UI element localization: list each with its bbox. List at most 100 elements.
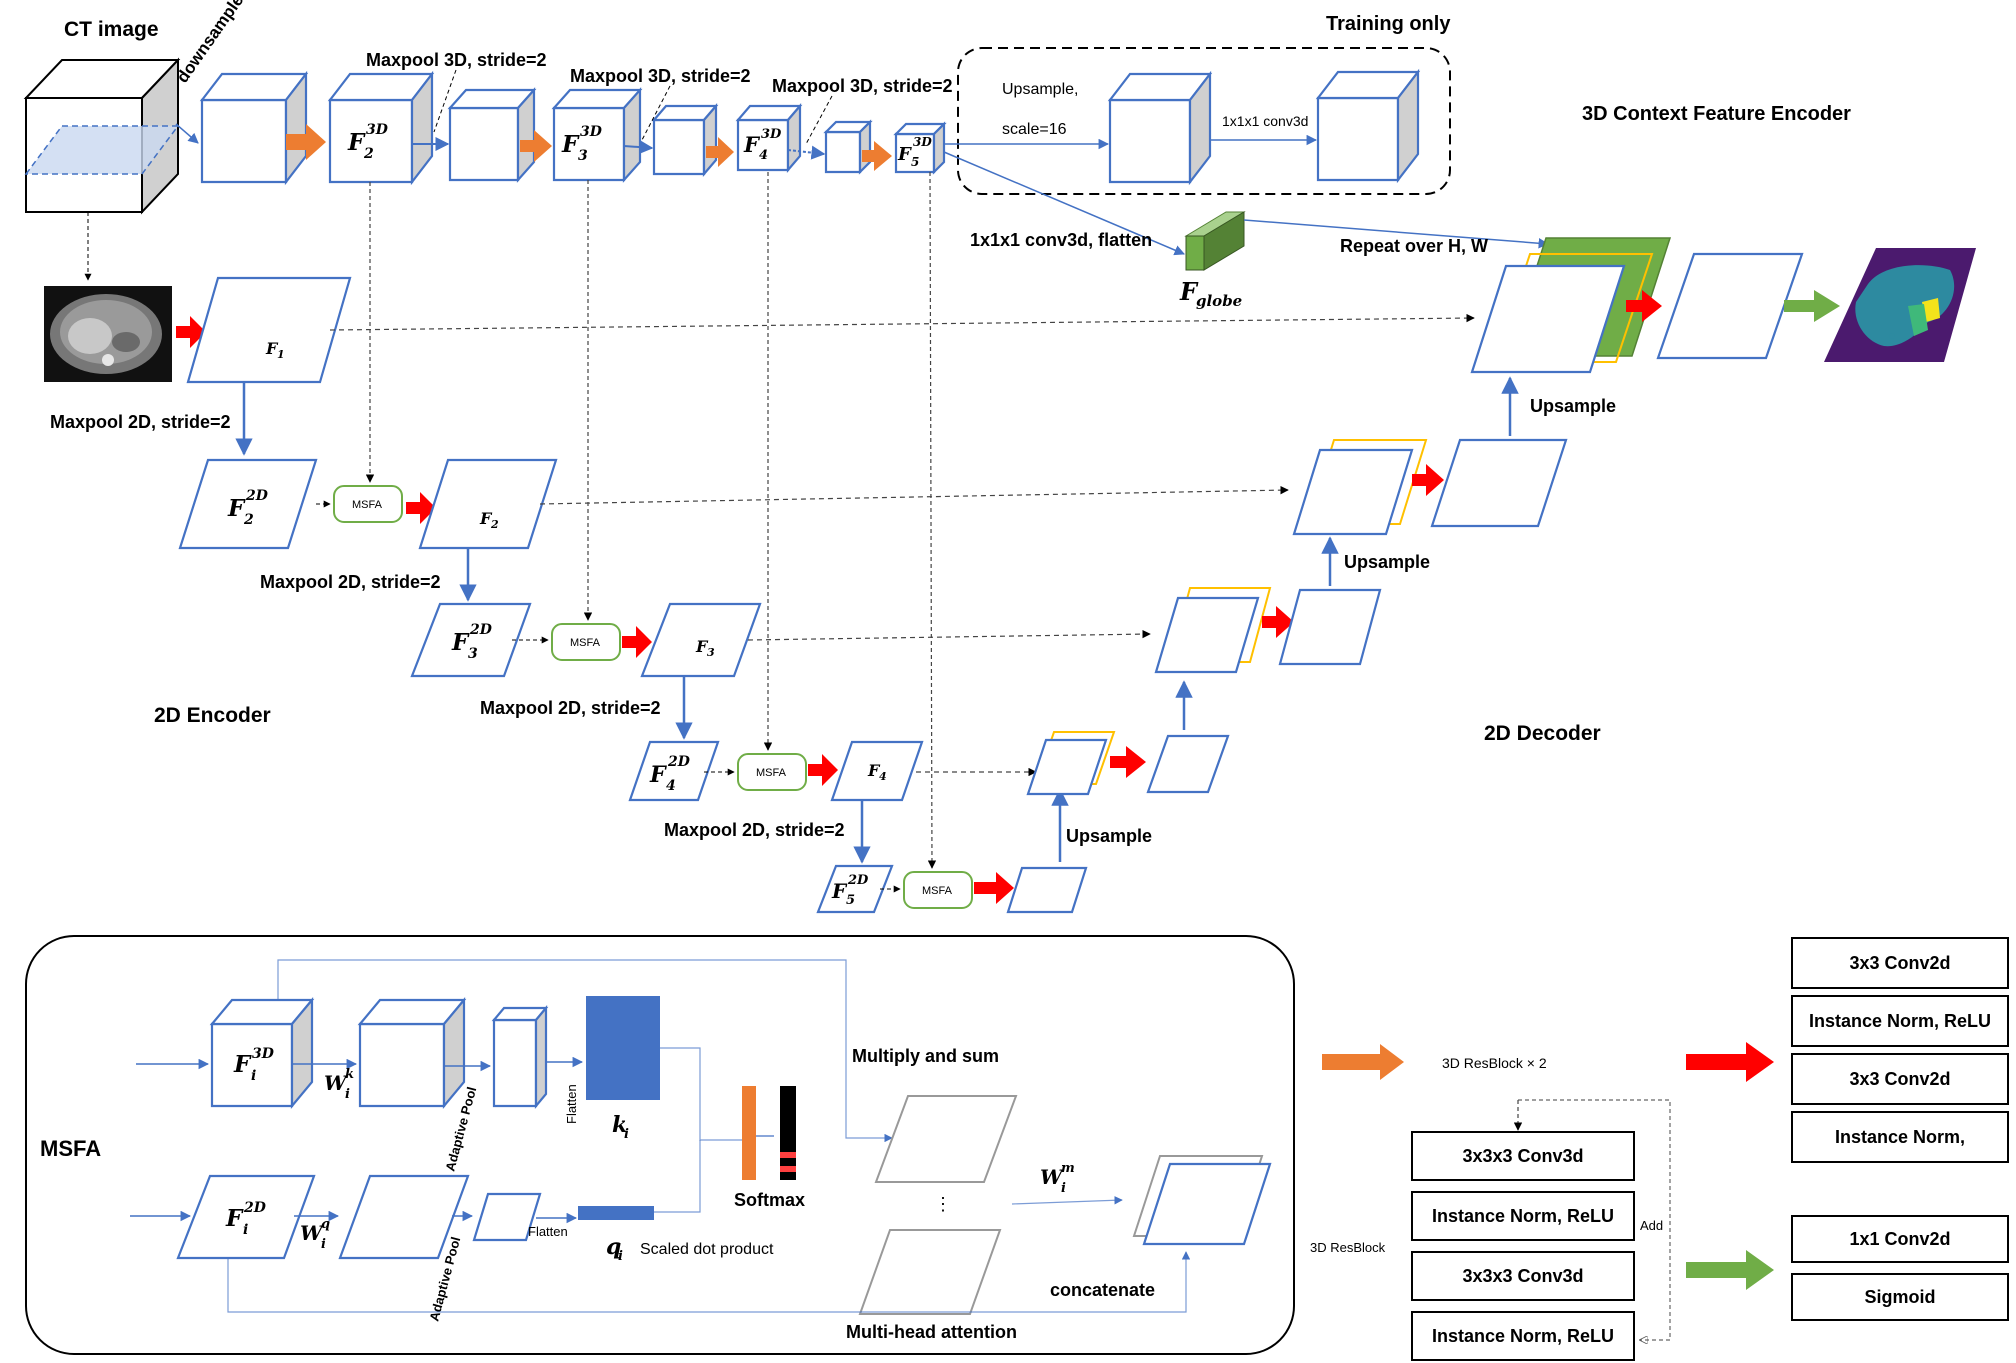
- wm-label: W m i: [1040, 1161, 1075, 1196]
- add-label: Add: [1640, 1218, 1663, 1233]
- svg-text:i: i: [624, 1127, 629, 1142]
- context-encoder-label: 3D Context Feature Encoder: [1582, 103, 1851, 125]
- svg-text:F: F: [897, 144, 912, 165]
- svg-text:3D: 3D: [366, 122, 389, 138]
- msfa-block-4: [737, 753, 807, 791]
- decoder-level3: [1154, 596, 1260, 674]
- svg-text:3D: 3D: [913, 135, 932, 149]
- upsample-label-1: Upsample: [1066, 826, 1152, 846]
- decoder-2d-label: 2D Decoder: [1484, 722, 1601, 745]
- green-table-row: [1791, 1273, 2009, 1321]
- decoder-level4-out: [1146, 734, 1230, 794]
- svg-text:3: 3: [468, 646, 478, 662]
- fi-2d-label: F 2D i: [225, 1200, 267, 1238]
- svg-text:3: 3: [707, 646, 715, 659]
- svg-text:F: F: [225, 1205, 244, 1232]
- concat-output: [1142, 1162, 1272, 1246]
- resblock-table-row-label: 3x3x3 Conv3d: [1462, 1146, 1583, 1166]
- msfa-label-5: MSFA: [922, 885, 953, 897]
- red-table-row: [1791, 1111, 2009, 1163]
- resblock-table-row: [1411, 1191, 1635, 1241]
- f4-2d-label: F 2D 4: [649, 754, 691, 794]
- svg-text:F: F: [479, 509, 493, 528]
- red-table-row: [1791, 1053, 2009, 1105]
- cube-f4-3d: [735, 103, 803, 173]
- svg-text:i: i: [618, 1249, 623, 1264]
- pooled-key-cube: [491, 1004, 549, 1110]
- msfa-label-2: MSFA: [352, 499, 383, 511]
- maxpool2d-label-1: Maxpool 2D, stride=2: [50, 412, 231, 432]
- training-only-label: Training only: [1326, 13, 1451, 35]
- resblock-table-row: [1411, 1311, 1635, 1361]
- f2-3d-label: F 3D 2: [347, 122, 389, 162]
- red-arrow-dec-1: [1626, 290, 1662, 322]
- svg-text:W: W: [300, 1221, 325, 1245]
- svg-text:2D: 2D: [847, 873, 869, 888]
- f4-2d-feature: [628, 740, 720, 802]
- f4-label: F 4: [867, 761, 887, 783]
- cube-3d-3: [651, 103, 719, 177]
- maxpool3d-label-1: Maxpool 3D, stride=2: [366, 50, 547, 70]
- flatten-label-2: Flatten: [528, 1224, 568, 1239]
- upsample-scale-label-2: scale=16: [1002, 121, 1067, 138]
- repeat-hw-label: Repeat over H, W: [1340, 236, 1488, 256]
- msfa-detail-panel: [25, 935, 1295, 1355]
- cube-3d-2: [447, 87, 537, 183]
- f5-2d-label: F 2D 5: [831, 873, 869, 908]
- qi-label: q i: [606, 1234, 623, 1264]
- svg-text:F: F: [1179, 277, 1199, 306]
- f3-label: F 3: [695, 637, 715, 659]
- f2-2d-feature: [178, 458, 318, 550]
- resblock-table-row: [1411, 1251, 1635, 1301]
- svg-text:2: 2: [243, 512, 254, 528]
- resblock-table-row-label: Instance Norm, ReLU: [1432, 1326, 1614, 1346]
- svg-text:i: i: [345, 1087, 350, 1102]
- svg-text:3D: 3D: [252, 1046, 275, 1062]
- softmax-label: Softmax: [734, 1190, 805, 1210]
- svg-text:F: F: [233, 1051, 252, 1078]
- svg-text:W: W: [1040, 1165, 1065, 1189]
- maxpool2d-label-4: Maxpool 2D, stride=2: [664, 820, 845, 840]
- msfa-block-2: [333, 485, 403, 523]
- svg-text:q: q: [606, 1234, 621, 1260]
- fi-2d-feature: [176, 1174, 316, 1260]
- svg-text:F: F: [649, 762, 667, 788]
- orange-arrows-3d: [286, 124, 892, 171]
- resblock-legend-label: 3D ResBlock × 2: [1442, 1055, 1547, 1071]
- cube-3d-1: [199, 70, 309, 186]
- green-table-row-label: Sigmoid: [1865, 1287, 1936, 1307]
- msfa-block-5: [903, 871, 973, 909]
- svg-text:4: 4: [666, 778, 676, 794]
- cube-upsampled: [1107, 70, 1213, 186]
- svg-text:i: i: [243, 1222, 248, 1238]
- legend-green-arrow: [1686, 1250, 1774, 1290]
- upsample-label-3: Upsample: [1530, 396, 1616, 416]
- resblock-table-row-label: 3x3x3 Conv3d: [1462, 1266, 1583, 1286]
- conv-flatten-label: 1x1x1 conv3d, flatten: [970, 230, 1152, 250]
- decoder-level4: [1026, 738, 1108, 796]
- maxpool3d-label-3: Maxpool 3D, stride=2: [772, 76, 953, 96]
- svg-text:3D: 3D: [761, 127, 782, 142]
- cube-f2-3d: [327, 70, 435, 186]
- green-table-row: [1791, 1215, 2009, 1263]
- red-arrow-dec-3: [1262, 606, 1294, 638]
- key-matrix: [586, 996, 660, 1100]
- red-arrows-encoder: [176, 316, 1014, 904]
- decoder-level3-out: [1278, 588, 1382, 666]
- svg-text:2D: 2D: [245, 488, 269, 504]
- segmentation-output-image: [1824, 248, 1976, 362]
- resblock-label: 3D ResBlock: [1310, 1240, 1386, 1255]
- svg-text:k: k: [612, 1112, 627, 1138]
- f3-feature: [640, 602, 762, 678]
- red-arrow-dec-2: [1412, 464, 1444, 496]
- f-globe-bar: [1184, 211, 1246, 271]
- svg-text:F: F: [347, 129, 366, 156]
- red-arrow-dec-4: [1110, 746, 1146, 778]
- attention-head-n: [858, 1229, 1002, 1315]
- query-projection: [338, 1174, 470, 1260]
- green-arrow-output: [1784, 290, 1840, 322]
- decoder-level1: [1470, 264, 1626, 374]
- upsample-scale-label-1: Upsample,: [1002, 81, 1078, 98]
